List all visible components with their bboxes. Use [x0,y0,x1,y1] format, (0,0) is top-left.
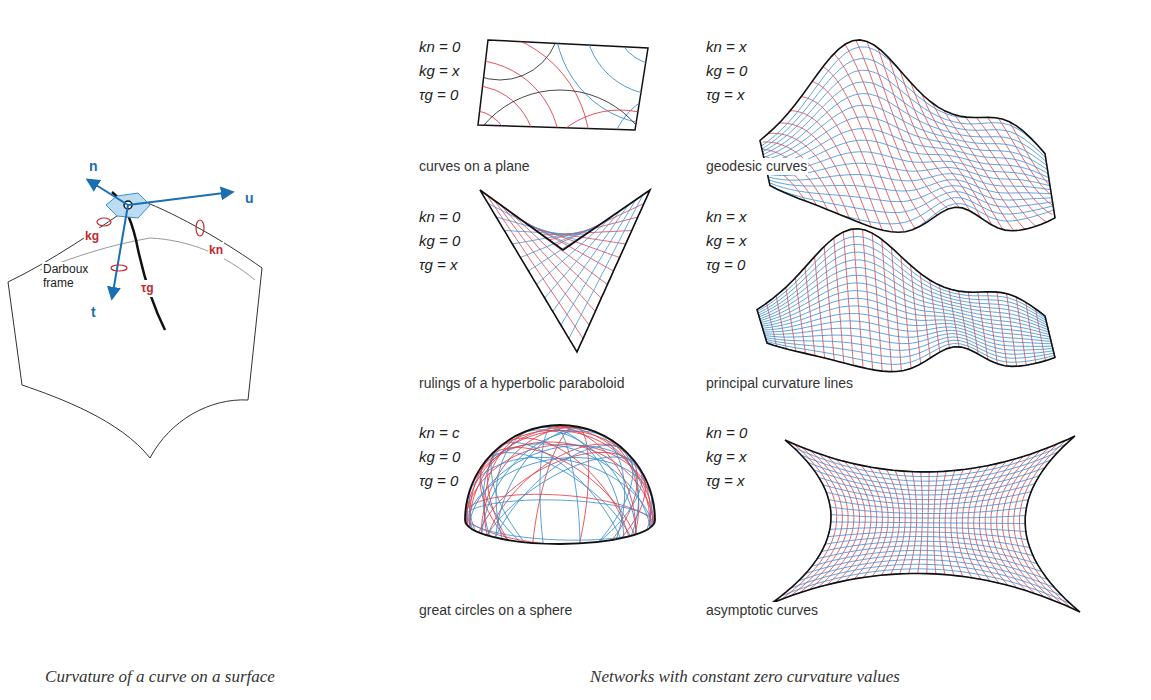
panel-caption: curves on a plane [418,158,531,175]
curvature-value: τg = 0 [418,86,459,103]
plane-curve [405,85,535,215]
great-circle [472,410,649,629]
curve-line [822,541,1034,555]
frame-label: kn [208,242,224,259]
frame-label: u [244,190,255,207]
curve-line [831,522,1025,524]
frame-label: τg [140,280,155,297]
plane-curve [430,110,510,190]
principal-figure [757,229,1055,372]
curve-line [764,321,1052,344]
curve-line [867,41,948,209]
curvature-value: kn = x [705,38,747,55]
curvature-value: τg = 0 [705,256,746,273]
curvature-value: kg = 0 [418,448,461,465]
curvature-value: kg = 0 [418,232,461,249]
frame-label: n [88,158,99,175]
outline [480,190,650,352]
great-circle [443,415,676,626]
curve-line [828,532,1028,540]
great-circle [459,412,661,628]
curve-line [760,268,1048,328]
curvature-value: kn = x [705,208,747,225]
curve-line [553,205,629,312]
plane-curve [460,90,660,290]
great-circle [520,422,600,617]
curve-line [826,492,1031,505]
asymptotic-figure [772,436,1080,612]
curve-line [812,550,1042,571]
great-circle [448,420,673,619]
curve-line [769,180,1052,194]
curve-line [764,105,1047,165]
curve-line [769,183,1052,202]
geodesic-figure [760,40,1055,232]
curve-line [801,452,1058,481]
figure-caption: Networks with constant zero curvature va… [589,668,901,685]
curve-line [768,163,1051,186]
plane-curve [615,0,705,65]
curve-line [504,231,585,236]
surface-figure [8,180,262,458]
curve-line [830,507,1026,513]
frame-label: kg [84,228,100,245]
panel-caption: principal curvature lines [705,375,854,392]
panel-caption: geodesic curves [705,158,808,175]
curvature-value: kn = 0 [705,424,748,441]
curve-line [759,252,1047,323]
curvature-value: kg = 0 [705,62,748,79]
curve-line [545,210,621,298]
plane-curve [530,110,710,290]
curve-line [767,152,1050,182]
hyperbolic-paraboloid-figure [480,190,650,352]
great-circle [534,424,585,616]
curve-line [761,47,902,146]
figure-caption: Curvature of a curve on a surface [44,668,276,685]
curve-line [841,198,1053,224]
curve-line [830,527,1026,531]
great-circle [455,416,664,623]
curvature-value: kn = 0 [418,208,461,225]
frame-label: Darboux frame [42,262,102,290]
curve-line [770,186,1053,213]
curve-line [767,343,1055,372]
outline [757,229,1055,372]
curve-line [829,500,1029,509]
curvature-value: kn = c [418,424,460,441]
plane-curve [380,60,560,240]
outline [760,40,1055,232]
curve-line [766,341,1054,364]
curve-line [765,334,1053,351]
curvature-value: τg = 0 [418,472,459,489]
curvature-value: τg = x [705,86,746,103]
curve-line [766,339,1054,358]
curvature-value: kn = 0 [418,38,461,55]
curve-line [808,460,1051,486]
great-circle [463,422,657,619]
panel-caption: great circles on a sphere [418,602,573,619]
curve-line [823,67,904,232]
curve-line [520,225,599,258]
curvature-value: τg = x [705,472,746,489]
curve-line [806,555,1049,580]
curve-line [966,117,1047,222]
great-circle [465,410,655,630]
plane-curve [555,0,765,125]
panel-caption: rulings of a hyperbolic paraboloid [418,375,625,392]
great-circle [454,420,665,621]
curve-line [768,174,1051,190]
curve-line [569,195,643,339]
outline [772,436,1080,612]
curve-line [831,515,1025,519]
curvature-value: kg = x [418,62,460,79]
curvature-value: kg = x [705,232,747,249]
panel-caption: asymptotic curves [705,602,819,619]
frame-label: t [90,304,97,321]
curvature-value: τg = x [418,256,459,273]
curvature-value: kg = x [705,448,747,465]
